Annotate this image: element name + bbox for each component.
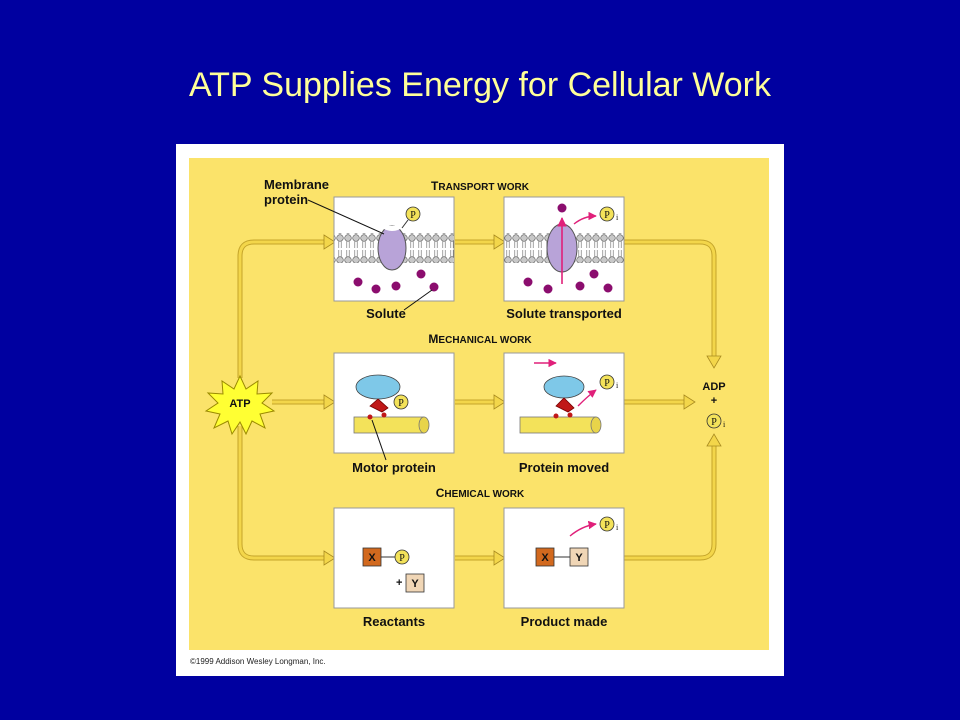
reactants-label: Reactants [363,614,425,629]
adp-products: ADP + P i [702,381,726,429]
cytoskeletal-track [353,416,425,434]
phosphate-icon [599,374,615,390]
protein-moved-label: Protein moved [519,460,609,475]
solute-dot [543,284,553,294]
membrane-protein-shape [377,225,407,271]
phosphate-release-arrow [577,389,597,407]
flow-arrowheads [323,234,722,566]
motor-protein-head [355,374,401,400]
membrane-protein-pointer [307,199,385,235]
solute-dot [523,277,533,287]
svg-text:Y: Y [575,552,583,564]
svg-text:+: + [396,577,402,589]
phosphate-icon [599,206,615,222]
copyright-notice: ©1999 Addison Wesley Longman, Inc. [190,657,326,666]
atp-starburst: ATP [204,374,276,436]
adp-plus-sign: + [711,395,717,407]
mechanical-work-header: MECHANICAL WORK [428,332,532,346]
solute-dot [429,282,439,292]
solute-label: Solute [366,306,406,321]
adp-label: ADP [702,381,725,393]
mechanical-before-box: P [333,352,455,454]
motor-protein-head [543,375,585,399]
membrane-protein-label: Membrane protein [264,177,333,207]
svg-text:Y: Y [411,578,419,590]
svg-text:P: P [604,378,610,389]
transport-before-box: P [333,196,455,302]
svg-text:P: P [399,553,405,564]
solute-dot [589,269,599,279]
svg-text:P: P [604,520,610,531]
chemical-before-box: X P + Y [333,507,455,609]
molecule-y-box [569,547,589,567]
atp-star-icon [204,374,276,436]
svg-text:i: i [616,213,619,222]
solute-pointer [403,289,433,311]
phosphate-icon [599,516,615,532]
motor-protein-pointer [371,419,387,461]
mechanical-after-box: P i [503,352,625,454]
svg-text:X: X [541,552,549,564]
solute-dot [391,281,401,291]
atp-label: ATP [229,398,250,410]
solute-dot [575,281,585,291]
solute-dot [416,269,426,279]
phosphate-icon [393,394,409,410]
atp-diagram-figure: TRANSPORT WORK MECHANICAL WORK CHEMICAL … [176,144,784,676]
svg-text:P: P [398,398,404,409]
svg-text:P: P [604,210,610,221]
product-made-label: Product made [521,614,608,629]
solute-transported-label: Solute transported [506,306,622,321]
molecule-y-box [405,573,425,593]
phosphate-icon [394,549,410,565]
svg-text:P: P [410,210,416,221]
transport-work-header: TRANSPORT WORK [431,179,530,193]
svg-text:i: i [616,381,619,390]
phosphate-release-arrow [569,520,597,537]
svg-text:X: X [368,552,376,564]
solute-dot [557,203,567,213]
chemical-work-header: CHEMICAL WORK [436,486,525,500]
phosphate-icon [706,413,722,429]
motor-protein-legs [555,397,575,413]
motor-protein-label: Motor protein [352,460,436,475]
flow-arrows [237,239,717,561]
chemical-after-box: X Y P i [503,507,625,609]
svg-text:i: i [723,420,726,429]
phosphate-release-arrow [573,211,597,225]
transport-after-box: P i [503,196,625,302]
solute-dot [603,283,613,293]
motor-protein-legs [369,398,389,413]
cytoskeletal-track [519,416,597,434]
svg-text:i: i [616,523,619,532]
solute-dot [371,284,381,294]
slide-title: ATP Supplies Energy for Cellular Work [188,66,772,104]
phosphate-icon [405,206,421,222]
solute-dot [353,277,363,287]
svg-text:P: P [711,417,717,428]
